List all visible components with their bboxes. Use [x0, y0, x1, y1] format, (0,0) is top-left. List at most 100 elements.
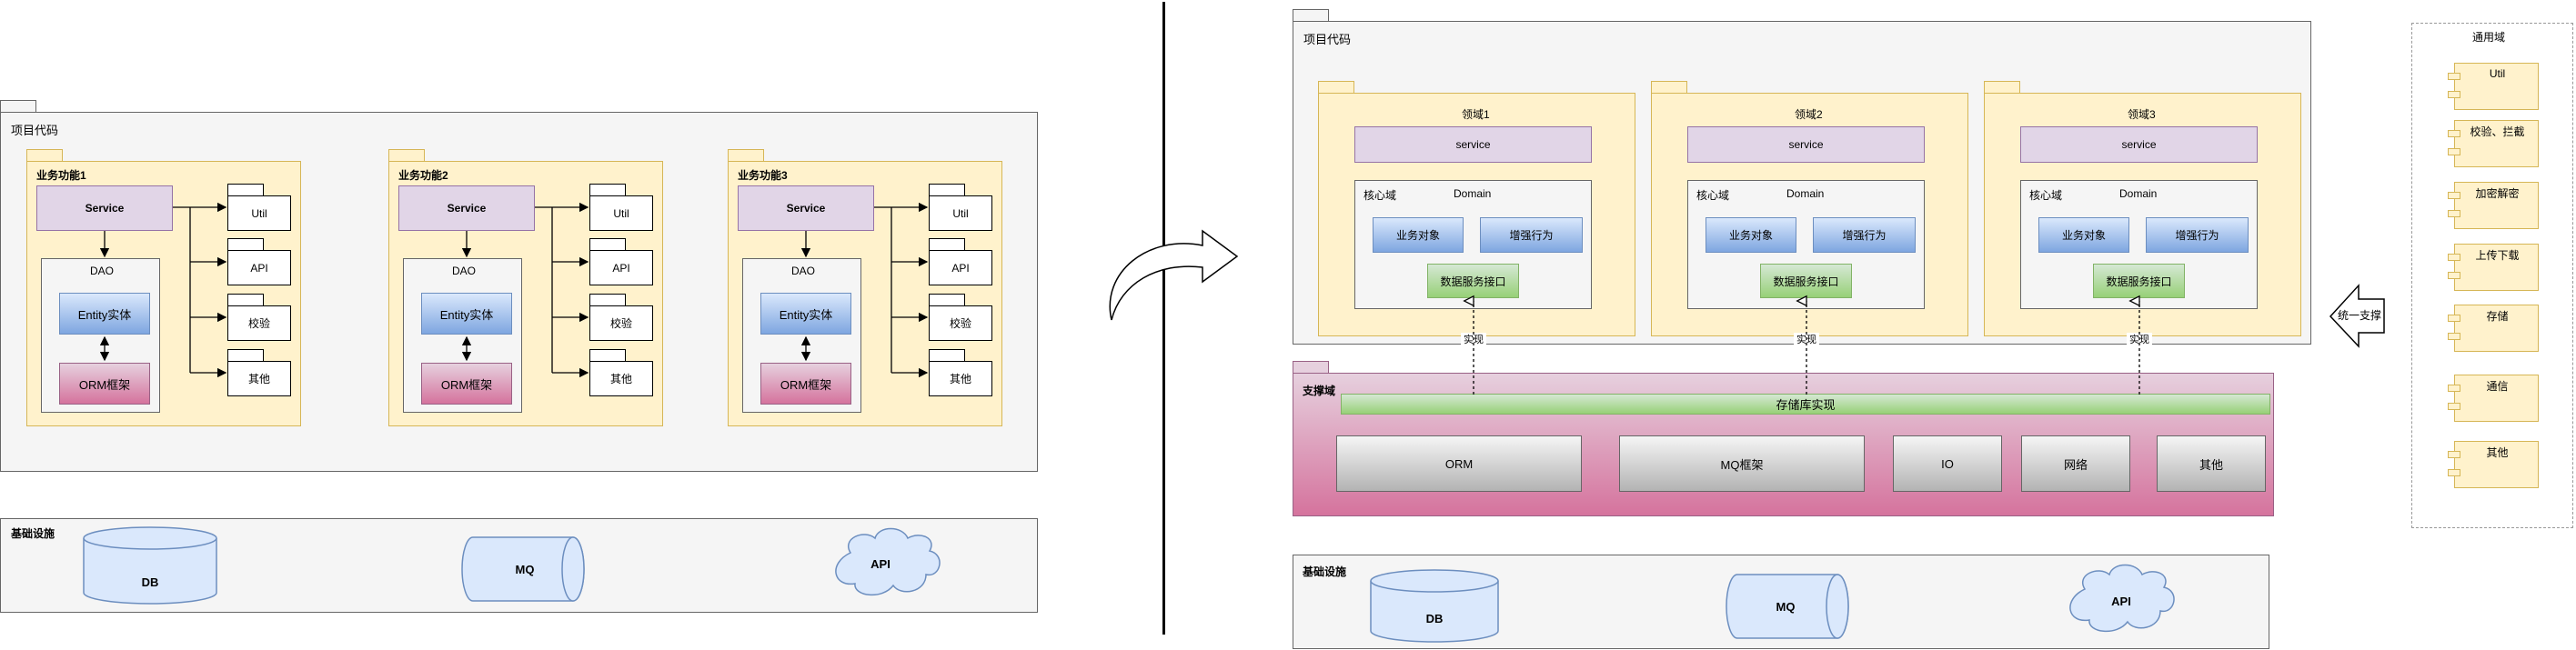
core-domain-title: 核心域 — [1696, 189, 1730, 202]
component-tab — [2448, 91, 2460, 98]
transform-arrow-icon — [1109, 229, 1239, 321]
item-box: 校验 — [929, 305, 992, 341]
support-item: IO — [1893, 435, 2002, 492]
orm-box: ORM框架 — [59, 363, 150, 405]
mq-cylinder — [461, 536, 585, 602]
support-item: 网络 — [2021, 435, 2130, 492]
project-code-title: 项目代码 — [1303, 33, 1352, 46]
domain-label: Domain — [1454, 187, 1492, 200]
separator-line — [1162, 2, 1165, 635]
item-tab — [589, 349, 626, 362]
business-object: 业务对象 — [1373, 217, 1464, 253]
repository-impl: 存储库实现 — [1341, 394, 2270, 415]
business-object: 业务对象 — [1706, 217, 1796, 253]
item-tab — [227, 294, 264, 306]
common-component-icon: 存储 — [2448, 305, 2539, 352]
component-tab — [2448, 385, 2460, 392]
domain-service: service — [1687, 126, 1925, 163]
item-tab — [589, 184, 626, 196]
support-item: ORM — [1336, 435, 1582, 492]
component-tab — [2448, 272, 2460, 279]
infra-title: 基础设施 — [1303, 565, 1347, 578]
db-label: DB — [142, 575, 159, 589]
common-component-icon: Util — [2448, 63, 2539, 110]
domain-service: service — [1354, 126, 1592, 163]
domain-label: Domain — [1786, 187, 1825, 200]
item-box: Util — [227, 195, 291, 231]
entity-box: Entity实体 — [59, 293, 150, 335]
dao-title: DAO — [452, 265, 477, 277]
enhanced-behavior: 增强行为 — [1480, 217, 1583, 253]
item-box: API — [589, 250, 653, 285]
common-item-label: 上传下载 — [2475, 248, 2520, 262]
module-title: 业务功能3 — [738, 169, 788, 182]
component-tab — [2448, 469, 2460, 476]
item-box: Util — [929, 195, 992, 231]
common-component-icon: 校验、拦截 — [2448, 120, 2539, 167]
unified-support-arrow-icon — [2329, 284, 2385, 348]
domain-folder-tab — [1984, 81, 2020, 94]
data-service-interface: 数据服务接口 — [1427, 264, 1519, 298]
item-tab — [929, 184, 965, 196]
domain-folder-tab — [1318, 81, 1354, 94]
module-title: 业务功能2 — [398, 169, 448, 182]
module-folder-tab — [728, 149, 764, 162]
common-component-icon: 其他 — [2448, 441, 2539, 488]
item-box: Util — [589, 195, 653, 231]
db-label: DB — [1426, 612, 1444, 625]
module-folder-tab — [388, 149, 425, 162]
dao-title: DAO — [791, 265, 816, 277]
common-component-icon: 加密解密 — [2448, 182, 2539, 229]
domain-service: service — [2020, 126, 2258, 163]
item-tab — [227, 238, 264, 251]
core-domain-title: 核心域 — [1363, 189, 1397, 202]
component-tab — [2448, 73, 2460, 80]
item-tab — [227, 349, 264, 362]
item-tab — [589, 294, 626, 306]
item-box: API — [929, 250, 992, 285]
service-box: Service — [36, 185, 173, 231]
domain-title: 领域1 — [1462, 108, 1490, 121]
project-folder-tab — [1293, 9, 1329, 22]
infra-title: 基础设施 — [11, 527, 55, 540]
common-item-label: 加密解密 — [2475, 186, 2520, 200]
component-tab — [2448, 148, 2460, 155]
component-tab — [2448, 315, 2460, 322]
entity-box: Entity实体 — [760, 293, 851, 335]
item-box: 校验 — [589, 305, 653, 341]
orm-box: ORM框架 — [760, 363, 851, 405]
item-tab — [227, 184, 264, 196]
component-tab — [2448, 192, 2460, 199]
item-box: 其他 — [929, 361, 992, 396]
item-box: 其他 — [227, 361, 291, 396]
component-tab — [2448, 403, 2460, 410]
component-tab — [2448, 254, 2460, 261]
common-component-icon: 通信 — [2448, 375, 2539, 422]
api-cloud — [2069, 564, 2175, 633]
service-box: Service — [398, 185, 535, 231]
mq-cylinder — [1726, 574, 1849, 639]
module-title: 业务功能1 — [36, 169, 86, 182]
domain-label: Domain — [2119, 187, 2158, 200]
common-item-label: 其他 — [2486, 445, 2509, 459]
support-folder-tab — [1293, 361, 1329, 374]
component-tab — [2448, 130, 2460, 137]
mq-label: MQ — [1776, 600, 1796, 614]
project-code-title: 项目代码 — [11, 124, 59, 137]
api-label: API — [2111, 595, 2131, 608]
component-tab — [2448, 333, 2460, 340]
dao-title: DAO — [90, 265, 115, 277]
enhanced-behavior: 增强行为 — [1813, 217, 1916, 253]
domain-title: 领域3 — [2128, 108, 2156, 121]
item-box: API — [227, 250, 291, 285]
component-tab — [2448, 451, 2460, 458]
module-folder-tab — [26, 149, 63, 162]
component-tab — [2448, 210, 2460, 217]
item-tab — [929, 294, 965, 306]
project-folder-tab — [0, 100, 36, 113]
common-item-label: 存储 — [2486, 309, 2509, 323]
db-cylinder — [83, 526, 217, 605]
support-domain-title: 支撑域 — [1303, 385, 1336, 397]
common-domain-container — [2411, 23, 2573, 528]
domain-folder-tab — [1651, 81, 1687, 94]
